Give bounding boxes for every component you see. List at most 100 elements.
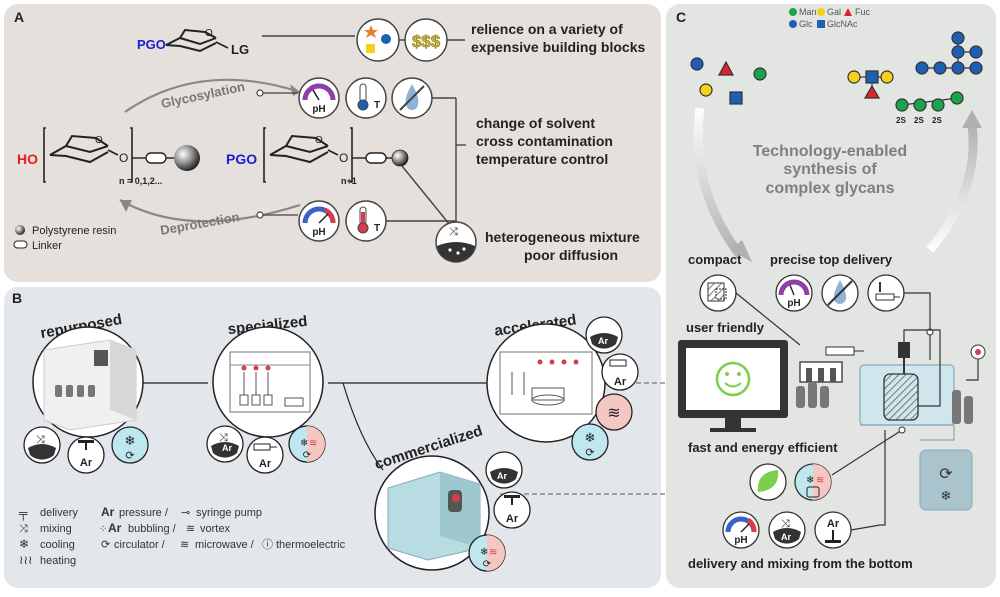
legend-thermoelectric: thermoelectric bbox=[276, 539, 346, 551]
svg-text:O: O bbox=[339, 151, 348, 165]
sugar-legend: Man Gal Fuc Glc GlcNAc bbox=[789, 7, 871, 29]
panel-c: C Man Gal Fuc Glc GlcNAc bbox=[666, 4, 996, 588]
glycosylation-conditions: pH T bbox=[298, 77, 456, 119]
headline-2: synthesis of bbox=[783, 161, 877, 178]
sulfate-1: 2S bbox=[896, 116, 906, 125]
svg-text:❄: ❄ bbox=[300, 438, 308, 449]
svg-text:≋: ≋ bbox=[816, 475, 824, 486]
svg-text:❄: ❄ bbox=[480, 547, 488, 558]
repurposed-device: repurposed ⤨ Ar ❄ ⟳ bbox=[23, 311, 149, 474]
t-text-2: T bbox=[374, 223, 380, 234]
svg-text:≋: ≋ bbox=[180, 539, 189, 551]
svg-text:❄: ❄ bbox=[19, 537, 29, 551]
resin-bead-icon bbox=[174, 145, 200, 171]
n-left-label: n = 0,1,2... bbox=[119, 176, 162, 186]
n-right-label: n+1 bbox=[341, 176, 357, 186]
precise-delivery-label: precise top delivery bbox=[770, 252, 893, 267]
resin-bound-oligomer-left: HO O O n = 0,1,2... bbox=[17, 127, 200, 186]
fast-efficient-label: fast and energy efficient bbox=[688, 440, 838, 455]
panel-b-letter: B bbox=[12, 290, 22, 306]
ph-text: pH bbox=[312, 104, 325, 115]
monosaccharides bbox=[690, 57, 767, 105]
svg-text:⤨: ⤨ bbox=[449, 226, 458, 238]
commercialized-device: commercialized Ar Ar ❄ ≋ ⟳ bbox=[372, 422, 531, 572]
panel-c-letter: C bbox=[676, 9, 686, 25]
dollars-text: $$$ bbox=[412, 32, 441, 51]
legend-ar-2: Ar bbox=[108, 521, 122, 535]
linker-icon bbox=[145, 152, 167, 164]
ar-text-7: Ar bbox=[506, 513, 519, 525]
sulfate-3: 2S bbox=[932, 116, 942, 125]
ar-text-6: Ar bbox=[497, 471, 507, 481]
svg-text:⟳: ⟳ bbox=[483, 559, 492, 570]
ph-text-c: pH bbox=[787, 298, 800, 309]
svg-text:O: O bbox=[95, 135, 103, 146]
resin-bound-oligomer-right: PGO O O n+1 bbox=[226, 127, 451, 226]
deprotection-arrow bbox=[119, 199, 301, 223]
svg-text:O: O bbox=[315, 135, 323, 146]
issue-solvent: change of solvent bbox=[476, 115, 595, 131]
assembled-glycans bbox=[847, 31, 983, 112]
svg-text:⟳: ⟳ bbox=[585, 447, 594, 459]
cooling-icon bbox=[111, 426, 149, 464]
panel-a-background bbox=[4, 4, 661, 282]
cooling-icon-2 bbox=[571, 423, 609, 461]
compact-label: compact bbox=[688, 252, 742, 267]
legend-delivery: delivery bbox=[40, 507, 78, 519]
building-block-shapes-icon bbox=[356, 18, 400, 62]
svg-text:⟳: ⟳ bbox=[939, 466, 953, 483]
t-text: T bbox=[374, 100, 380, 111]
ar-text-4: Ar bbox=[598, 336, 608, 346]
svg-text:⟳: ⟳ bbox=[101, 539, 110, 551]
svg-text:❄: ❄ bbox=[941, 488, 952, 503]
mix-issue-line-1: heterogeneous mixture bbox=[485, 229, 640, 245]
headline-3: complex glycans bbox=[766, 180, 895, 197]
svg-text:⤨: ⤨ bbox=[19, 523, 28, 535]
ar-text-c1: Ar bbox=[781, 532, 791, 542]
ar-pressure-icon bbox=[67, 436, 105, 474]
svg-text:⤨: ⤨ bbox=[36, 434, 45, 446]
left-flow-arrow bbox=[693, 107, 744, 258]
ar-text-1: Ar bbox=[80, 457, 93, 469]
ho-label: HO bbox=[17, 151, 38, 167]
legend-microwave: microwave / bbox=[195, 539, 255, 551]
lg-label: LG bbox=[231, 42, 249, 57]
panel-b: B repurposed ⤨ Ar ❄ ⟳ bbox=[4, 287, 668, 588]
svg-text:≀≀≀: ≀≀≀ bbox=[19, 553, 33, 567]
building-block: PGO O LG bbox=[137, 28, 355, 57]
right-flow-arrow bbox=[926, 124, 978, 253]
svg-text:≋: ≋ bbox=[309, 438, 317, 449]
svg-text:≋: ≋ bbox=[607, 405, 620, 422]
legend-bubbling: bubbling / bbox=[128, 523, 177, 535]
issue-contamination: cross contamination bbox=[476, 133, 613, 149]
svg-text:O: O bbox=[119, 151, 128, 165]
svg-text:⟳: ⟳ bbox=[125, 450, 134, 462]
cost-icons: $$$ relience on a variety of expensive b… bbox=[356, 18, 645, 62]
legend-syringe: syringe pump bbox=[196, 507, 262, 519]
svg-text:❄: ❄ bbox=[585, 430, 596, 445]
cost-note-line-2: expensive building blocks bbox=[471, 39, 645, 55]
legend-gal: Gal bbox=[827, 7, 841, 17]
legend-pressure: pressure / bbox=[119, 507, 169, 519]
thermoelectric-unit bbox=[919, 449, 973, 511]
legend-circulator: circulator / bbox=[114, 539, 166, 551]
ph-text-2: pH bbox=[312, 227, 325, 238]
accelerated-device: accelerated Ar Ar ≋ ❄ ⟳ bbox=[486, 311, 639, 461]
deprotection-conditions: pH T bbox=[298, 200, 410, 242]
mix-issue-line-2: poor diffusion bbox=[524, 247, 618, 263]
ar-text-3: Ar bbox=[259, 458, 272, 470]
legend-mixing: mixing bbox=[40, 523, 72, 535]
svg-text:ⓘ: ⓘ bbox=[262, 538, 273, 551]
ar-pressure-icon-2 bbox=[493, 491, 531, 529]
svg-text:⟳: ⟳ bbox=[303, 450, 312, 461]
ar-text-5: Ar bbox=[614, 376, 627, 388]
syringe-icon-c bbox=[867, 274, 905, 312]
svg-text:O: O bbox=[205, 28, 213, 39]
svg-text:≋: ≋ bbox=[489, 547, 497, 558]
svg-text:╤: ╤ bbox=[18, 506, 28, 521]
sulfate-2: 2S bbox=[914, 116, 924, 125]
smiley-icon bbox=[715, 361, 751, 397]
svg-text:❄: ❄ bbox=[125, 433, 136, 448]
panel-b-legend: ╤ delivery ⤨ mixing ❄ cooling ≀≀≀ heatin… bbox=[18, 505, 346, 567]
pgo-label-right: PGO bbox=[226, 151, 257, 167]
